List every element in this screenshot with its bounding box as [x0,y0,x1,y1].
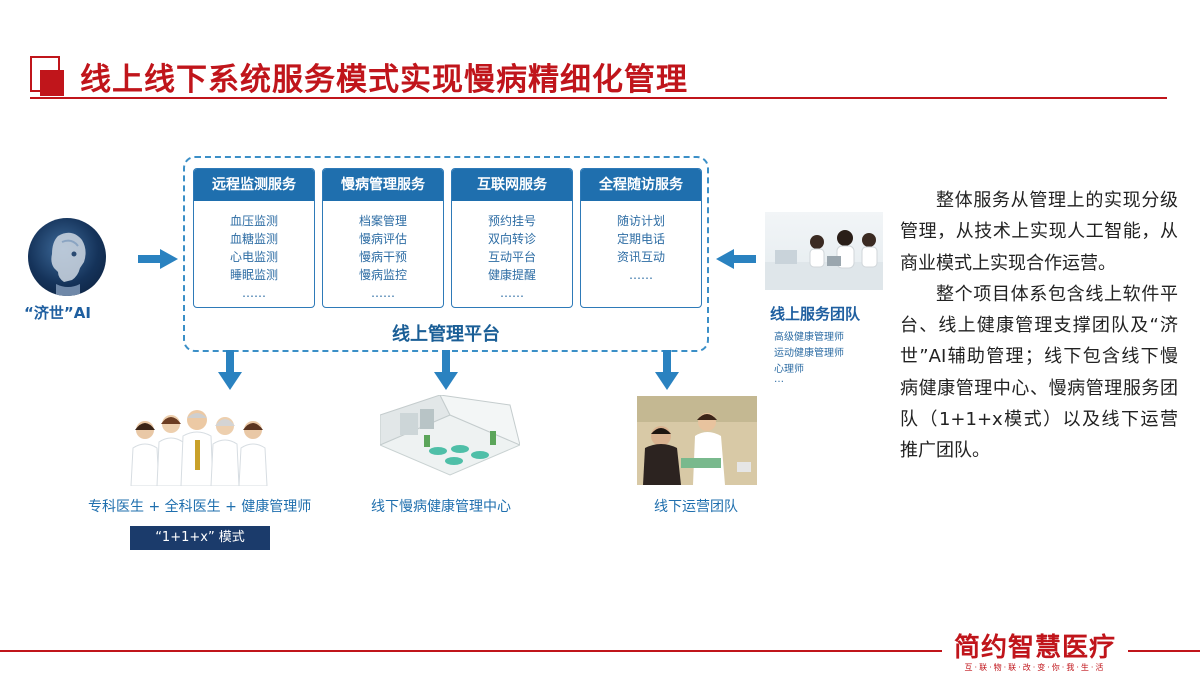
description-paragraph: 整体服务从管理上的实现分级管理，从技术上实现人工智能，从商业模式上实现合作运营。 [900,190,1178,274]
footer-divider [0,650,1200,652]
health-center-label: 线下慢病健康管理中心 [371,499,511,515]
arrow-down-icon [218,350,242,390]
arrow-right-icon [138,249,178,269]
service-item: 睡眠监测 [229,268,278,282]
ai-label: “济世”AI [24,304,91,322]
team-member: 运动健康管理师 [774,348,844,359]
offline-ops-label: 线下运营团队 [654,499,738,515]
team-member: 高级健康管理师 [774,332,844,343]
service-item: 随访计划 [616,214,665,228]
service-item: 慢病监控 [358,268,407,282]
service-item: 双向转诊 [487,232,536,246]
arrow-down-icon [434,350,458,390]
brand-slogan: 互·联·物·联·改·变·你·我·生·活 [964,663,1106,672]
doctors-label: 专科医生 + 全科医生 + 健康管理师 [88,499,312,515]
service-item: 预约挂号 [487,214,536,228]
service-item: 档案管理 [358,214,407,228]
ai-robot-image [28,218,106,296]
team-member: … [774,374,784,385]
service-card-remote-monitoring: 远程监测服务 血压监测 血糖监测 心电监测 睡眠监测 …… [193,168,315,308]
title-mark-icon [30,56,64,96]
service-card-title: 互联网服务 [452,169,572,201]
service-item: 血糖监测 [229,232,278,246]
title-divider [30,97,1167,99]
brand-logo-text: 简约智慧医疗 [953,633,1116,663]
service-item: 慢病干预 [358,250,407,264]
service-item: 慢病评估 [358,232,407,246]
page-title: 线上线下系统服务模式实现慢病精细化管理 [80,62,688,98]
service-item: 健康提醒 [487,268,536,282]
service-item: 定期电话 [616,232,665,246]
service-card-follow-up: 全程随访服务 随访计划 定期电话 资讯互动 …… [580,168,702,308]
service-item: …… [371,286,395,300]
description-paragraph: 整个项目体系包含线上软件平台、线上健康管理支撑团队及“济世”AI辅助管理；线下包… [900,283,1178,462]
service-card-title: 全程随访服务 [581,169,701,201]
service-card-internet: 互联网服务 预约挂号 双向转诊 互动平台 健康提醒 …… [451,168,573,308]
service-item: 心电监测 [229,250,278,264]
offline-ops-photo [637,396,757,485]
health-center-rendering [378,394,522,485]
service-card-title: 慢病管理服务 [323,169,443,201]
service-item: …… [242,286,266,300]
service-item: …… [629,268,653,282]
service-card-chronic-management: 慢病管理服务 档案管理 慢病评估 慢病干预 慢病监控 …… [322,168,444,308]
service-item: …… [500,286,524,300]
brand-logo: 简约智慧医疗 互·联·物·联·改·变·你·我·生·活 [942,633,1128,675]
platform-label: 线上管理平台 [392,324,500,345]
service-item: 互动平台 [487,250,536,264]
online-team-photo [765,212,883,290]
doctors-group-photo [125,400,275,487]
description-text: 整体服务从管理上的实现分级管理，从技术上实现人工智能，从商业模式上实现合作运营。… [900,185,1178,467]
arrow-left-icon [716,249,756,269]
mode-badge: “1+1+x” 模式 [130,526,270,550]
team-member: 心理师 [774,364,804,375]
online-team-title: 线上服务团队 [770,305,861,323]
service-card-title: 远程监测服务 [194,169,314,201]
service-item: 血压监测 [229,214,278,228]
arrow-down-icon [655,350,679,390]
service-item: 资讯互动 [616,250,665,264]
